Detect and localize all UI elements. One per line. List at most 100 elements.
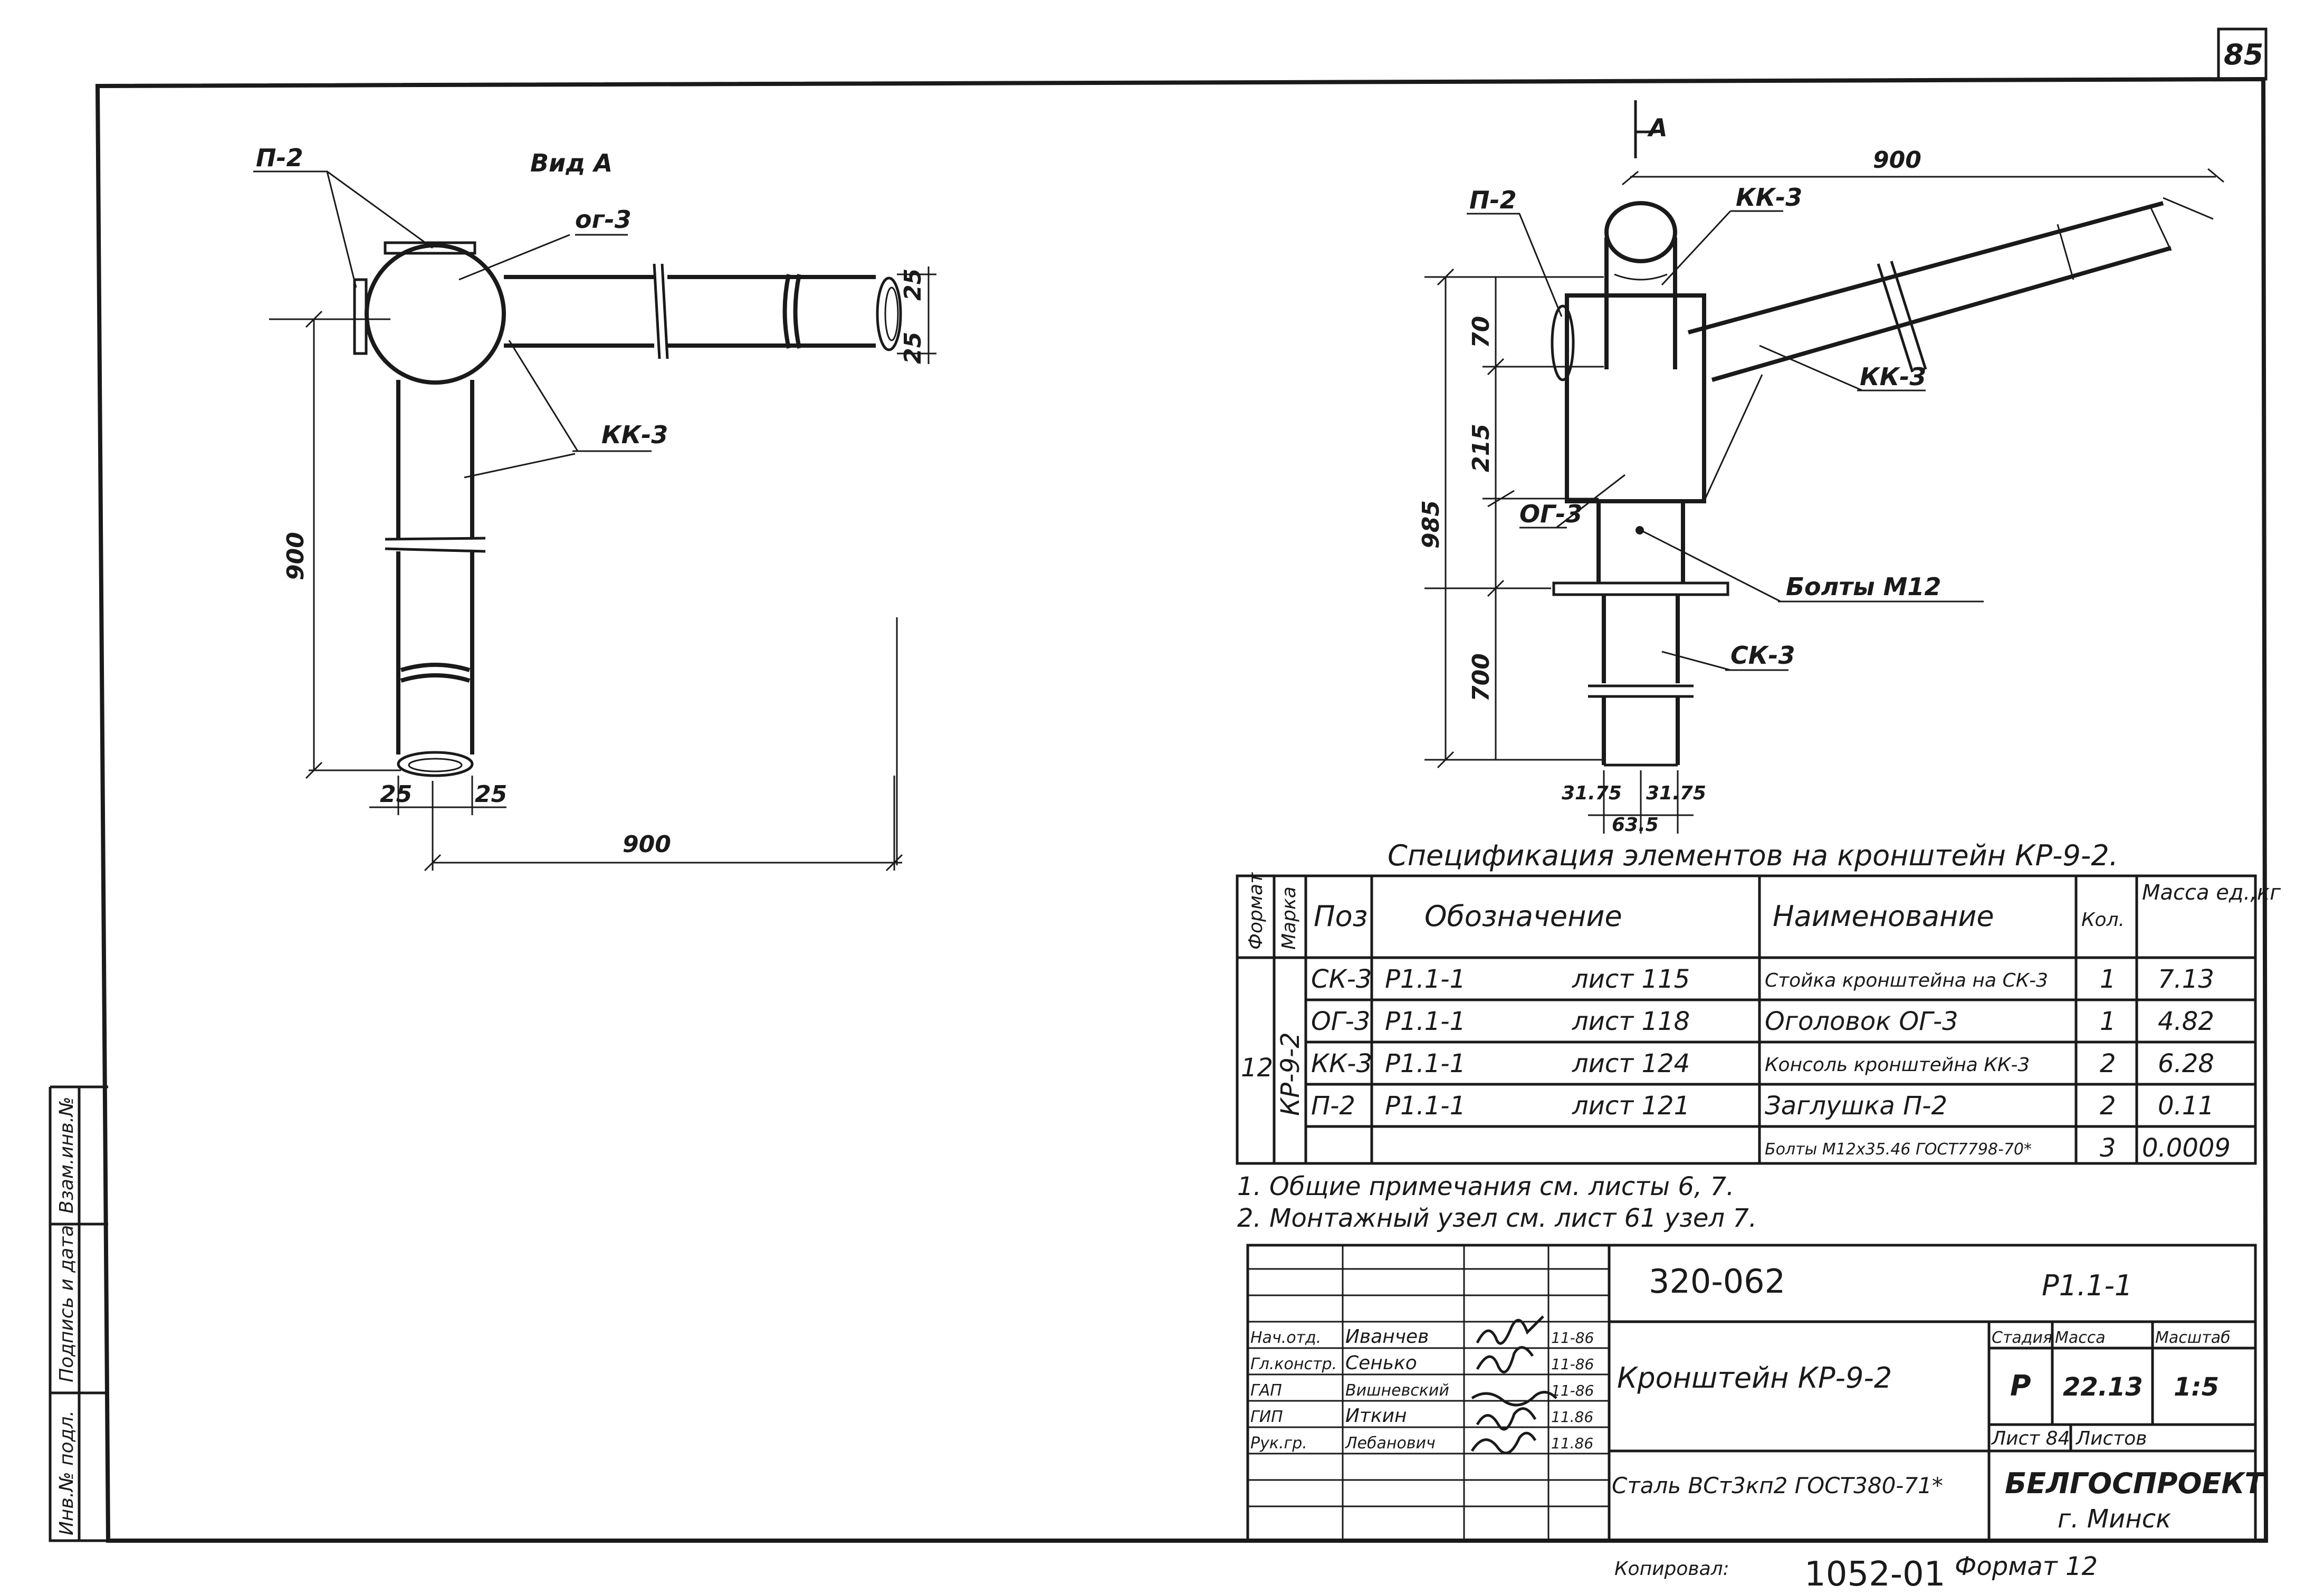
label-kk3-top: КК-3: [1736, 183, 1802, 212]
staff-date: 11.86: [1551, 1435, 1593, 1452]
side-stamp: Инв.№ подл. Подпись и дата Взам.инв.№: [49, 1085, 108, 1542]
spec-row-pos: КК-3: [1311, 1049, 1372, 1078]
section-mark-a: А: [1647, 113, 1668, 142]
organization-city: г. Минск: [2058, 1504, 2171, 1534]
staff-name: Вишневский: [1345, 1381, 1449, 1400]
spec-header-pos: Поз: [1314, 900, 1367, 933]
doc-code: 320-062: [1649, 1262, 1785, 1301]
spec-row-doc: Р1.1-1: [1385, 964, 1466, 994]
stamp-inv-original: Инв.№ подл.: [56, 1410, 78, 1535]
spec-row-name: Болты М12х35.46 ГОСТ7798-70*: [1765, 1140, 2032, 1159]
view-a-title: Вид А: [530, 149, 613, 177]
spec-header-qty: Кол.: [2081, 909, 2125, 931]
stage-value: Р: [2010, 1369, 2031, 1402]
spec-row-name: Оголовок ОГ-3: [1765, 1007, 1958, 1036]
spec-header-format: Формат: [1245, 872, 1267, 950]
spec-row-qty: 1: [2100, 964, 2116, 994]
stamp-inv-replace: Взам.инв.№: [56, 1096, 78, 1214]
spec-header-mass: Масса ед.,кг: [2142, 881, 2281, 905]
staff-date: 11-86: [1551, 1355, 1594, 1373]
mass-label: Масса: [2055, 1329, 2106, 1347]
staff-role: Нач.отд.: [1250, 1329, 1321, 1347]
dim-31-75-right: 31.75: [1646, 782, 1706, 804]
spec-row-doc: Р1.1-1: [1385, 1049, 1466, 1078]
label-og3-left: ог-3: [575, 205, 632, 234]
signatures: [1470, 1315, 1557, 1455]
scale-value: 1:5: [2174, 1372, 2219, 1402]
spec-row-mass: 0.11: [2158, 1091, 2214, 1121]
spec-row-1: СК-3 Р1.1-1 лист 115 Стойка кронштейна н…: [1311, 964, 2214, 994]
label-p2-left: П-2: [256, 144, 303, 172]
spec-row-3: КК-3 Р1.1-1 лист 124 Консоль кронштейна …: [1311, 1049, 2214, 1078]
spec-row-doc: Р1.1-1: [1385, 1007, 1466, 1036]
spec-row-qty: 3: [2100, 1133, 2116, 1163]
staff-name: Лебанович: [1345, 1434, 1436, 1453]
item-name: Кронштейн КР-9-2: [1617, 1361, 1892, 1395]
staff-row-3: ГАП Вишневский 11-86: [1250, 1381, 1594, 1400]
sheet-number: 85: [2224, 38, 2263, 71]
label-p2-right: П-2: [1469, 186, 1517, 214]
staff-role: ГАП: [1250, 1381, 1282, 1400]
dim-215: 215: [1468, 424, 1495, 472]
spec-mark-value: КР-9-2: [1276, 1032, 1305, 1116]
spec-row-sheet: лист 121: [1572, 1091, 1690, 1121]
dim-700: 700: [1468, 653, 1495, 702]
dim-25-right: 25: [475, 781, 507, 808]
spec-row-pos: СК-3: [1311, 964, 1372, 994]
spec-row-name: Стойка кронштейна на СК-3: [1765, 970, 2048, 991]
staff-date: 11-86: [1551, 1382, 1594, 1399]
sheets-label: Листов: [2075, 1428, 2147, 1449]
staff-date: 11.86: [1551, 1408, 1593, 1426]
mass-value: 22.13: [2063, 1372, 2143, 1402]
label-sk3: СК-3: [1730, 641, 1795, 670]
spec-row-5: Болты М12х35.46 ГОСТ7798-70* 3 0.0009: [1765, 1133, 2231, 1163]
note-1: 1. Общие примечания см. листы 6, 7.: [1237, 1172, 1734, 1201]
spec-header-designation: Обозначение: [1424, 900, 1622, 933]
spec-row-sheet: лист 115: [1572, 964, 1690, 994]
dim-900-horizontal: 900: [623, 831, 671, 858]
label-og3-right: ОГ-3: [1519, 500, 1583, 528]
stamp-signature-date: Подпись и дата: [56, 1225, 78, 1382]
staff-name: Иванчев: [1345, 1326, 1429, 1348]
spec-row-sheet: лист 118: [1572, 1007, 1690, 1036]
dim-25-left: 25: [380, 781, 412, 808]
sheet-label: Лист 84: [1991, 1428, 2070, 1449]
spec-row-qty: 2: [2100, 1091, 2116, 1121]
spec-row-pos: ОГ-3: [1311, 1007, 1370, 1036]
footer-copied-label: Копировал:: [1614, 1558, 1729, 1580]
staff-row-5: Рук.гр. Лебанович 11.86: [1250, 1434, 1593, 1453]
dim-31-75-left: 31.75: [1562, 782, 1622, 804]
spec-row-mass: 7.13: [2158, 964, 2214, 994]
scale-label: Масштаб: [2155, 1329, 2231, 1347]
spec-row-name: Консоль кронштейна КК-3: [1765, 1054, 2030, 1076]
staff-role: Гл.констр.: [1250, 1355, 1337, 1373]
footer-format: Формат 12: [1955, 1552, 2098, 1581]
spec-row-2: ОГ-3 Р1.1-1 лист 118 Оголовок ОГ-3 1 4.8…: [1311, 1007, 2214, 1036]
staff-name: Сенько: [1345, 1352, 1417, 1374]
spec-row-mass: 0.0009: [2142, 1133, 2231, 1163]
sheet-frame: [95, 27, 2269, 1543]
label-bolts-m12: Болты М12: [1786, 572, 1941, 601]
spec-row-name: Заглушка П-2: [1765, 1091, 1947, 1121]
material-spec: Сталь ВСт3кп2 ГОСТ380-71*: [1612, 1473, 1943, 1498]
spec-row-doc: Р1.1-1: [1385, 1091, 1466, 1121]
label-kk3-left: КК-3: [601, 421, 668, 449]
spec-header-name: Наименование: [1773, 900, 1994, 933]
staff-role: Рук.гр.: [1250, 1434, 1307, 1453]
dim-900-arm: 900: [1873, 147, 1921, 174]
staff-row-2: Гл.констр. Сенько 11-86: [1250, 1352, 1594, 1374]
dim-25-arm-b: 25: [900, 332, 926, 364]
staff-row-4: ГИП Иткин 11.86: [1250, 1405, 1593, 1427]
staff-row-1: Нач.отд. Иванчев 11-86: [1250, 1326, 1594, 1348]
staff-name: Иткин: [1345, 1405, 1407, 1427]
organization: БЕЛГОСПРОЕКТ: [2005, 1467, 2266, 1500]
spec-row-sheet: лист 124: [1572, 1049, 1690, 1078]
spec-format-value: 12: [1241, 1053, 1273, 1083]
spec-row-mass: 6.28: [2158, 1049, 2214, 1078]
dim-63-5: 63.5: [1612, 814, 1659, 836]
dim-25-arm-a: 25: [900, 269, 926, 301]
spec-title: Спецификация элементов на кронштейн КР-9…: [1388, 839, 2118, 872]
dim-70: 70: [1468, 316, 1495, 348]
view-a-drawing: [253, 170, 936, 872]
